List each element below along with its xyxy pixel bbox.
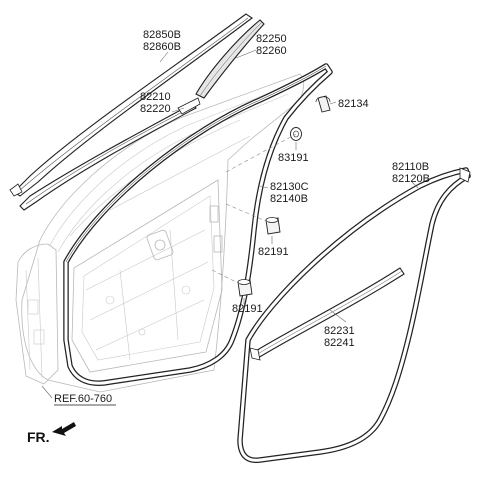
body-side-weatherstrip [63,63,333,386]
label-plug-82134: 82134 [338,98,369,110]
label-belt-moulding-1: 82210 [140,91,171,103]
label-belt-moulding-2: 82220 [140,103,171,115]
label-frame-moulding-1: 82250 [256,33,287,45]
label-door-weatherstrip-1: 82110B [392,161,429,173]
label-plug-82191-upper: 82191 [258,246,289,258]
reference-label: REF.60-760 [54,393,112,405]
label-inner-seal-2: 82241 [324,337,355,349]
label-plug-82191-lower: 82191 [232,303,263,315]
door-side-weatherstrip [237,167,471,464]
plug-82191-upper [265,217,281,235]
label-inner-seal-1: 82231 [324,325,355,337]
front-indicator: FR. [27,422,76,445]
front-label: FR. [27,429,50,445]
belt-moulding [19,97,201,211]
label-door-weatherstrip-2: 82120B [392,173,430,185]
label-body-weatherstrip-1: 82130C [270,181,309,193]
plug-82134 [315,95,331,113]
plug-82191-lower [237,279,253,297]
door-shell-ghost [15,73,305,393]
front-arrow-icon [52,422,76,436]
label-upper-moulding-2: 82860B [143,41,181,53]
leader-lines [159,49,419,323]
reference-note: REF.60-760 [41,385,116,406]
label-upper-moulding-1: 82850B [143,29,181,41]
door-frame-moulding [195,19,265,99]
upper-window-moulding [9,13,253,197]
assembly-lines [211,133,297,285]
inner-door-seal [249,267,405,361]
label-plug-83191: 83191 [278,152,309,164]
label-body-weatherstrip-2: 82140B [270,193,308,205]
label-frame-moulding-2: 82260 [256,45,287,57]
